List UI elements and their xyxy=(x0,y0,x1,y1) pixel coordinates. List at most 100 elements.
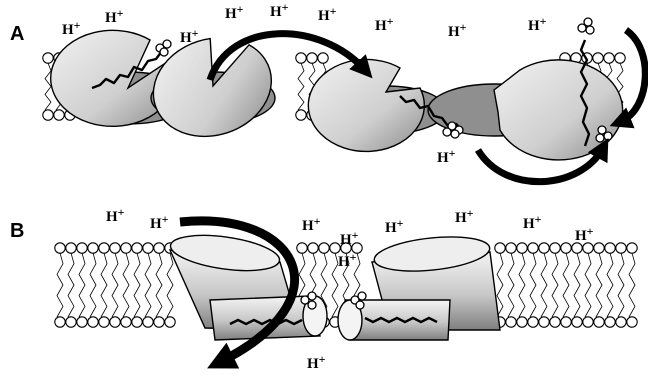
lipid-headgroup xyxy=(318,53,328,63)
lipid-headgroup xyxy=(296,53,306,63)
lipid-headgroup xyxy=(528,243,538,253)
lipid-headgroup xyxy=(88,243,98,253)
lipid-headgroup xyxy=(121,243,131,253)
lipid-tail xyxy=(156,253,162,317)
lipid-tail xyxy=(607,253,613,317)
lipid-tail xyxy=(45,63,51,110)
lipid-headgroup xyxy=(43,110,53,120)
lipid-headgroup xyxy=(330,243,340,253)
panel-b-label: B xyxy=(10,220,24,242)
lipid-headgroup xyxy=(583,317,593,327)
lipid-headgroup xyxy=(132,317,142,327)
lipid-tail xyxy=(519,253,525,317)
proton-label: H+ xyxy=(375,14,394,34)
lipid-headgroup xyxy=(561,317,571,327)
lipid-tail xyxy=(552,253,558,317)
lipid-headgroup xyxy=(165,317,175,327)
lipid-headgroup xyxy=(550,317,560,327)
lipid-headgroup xyxy=(594,243,604,253)
proton-label: H+ xyxy=(575,224,594,244)
lipid-headgroup xyxy=(308,243,318,253)
lipid-headgroup xyxy=(583,243,593,253)
lipid-headgroup xyxy=(605,317,615,327)
lipid-headgroup xyxy=(143,317,153,327)
lipid-tail xyxy=(123,253,129,317)
lipid-headgroup xyxy=(307,53,317,63)
lipid-headgroup xyxy=(54,110,64,120)
lipid-headgroup xyxy=(517,317,527,327)
lipid-headgroup xyxy=(55,243,65,253)
lipid-tail xyxy=(90,253,96,317)
lipid-tail xyxy=(585,253,591,317)
lipid-headgroup xyxy=(297,243,307,253)
lipid-headgroup xyxy=(110,243,120,253)
lipid-headgroup xyxy=(296,110,306,120)
panel-a-label: A xyxy=(10,23,24,45)
lipid-headgroup xyxy=(88,317,98,327)
lipid-headgroup xyxy=(550,243,560,253)
proton-label: H+ xyxy=(150,212,169,232)
lipid-headgroup xyxy=(66,243,76,253)
lipid-headgroup xyxy=(594,317,604,327)
proton-label: H+ xyxy=(385,216,404,236)
lipid-tail xyxy=(79,253,85,317)
lipid-tail xyxy=(298,63,304,110)
lipid-headgroup xyxy=(110,317,120,327)
lipid-headgroup xyxy=(43,53,53,63)
lipid-tail xyxy=(145,253,151,317)
protein-a-right-pair xyxy=(308,59,622,159)
lipid-headgroup xyxy=(154,243,164,253)
lipid-headgroup xyxy=(517,243,527,253)
proton-label: H+ xyxy=(307,352,326,372)
lipid-tail xyxy=(508,253,514,317)
proton-label: H+ xyxy=(455,206,474,226)
lipid-tail xyxy=(112,253,118,317)
proton-label: H+ xyxy=(318,4,337,24)
lipid-headgroup xyxy=(528,317,538,327)
lipid-tail xyxy=(530,253,536,317)
lipid-tail xyxy=(68,253,74,317)
lipid-headgroup xyxy=(604,53,614,63)
lipid-headgroup xyxy=(132,243,142,253)
proton-label: H+ xyxy=(528,14,547,34)
lipid-headgroup xyxy=(593,53,603,63)
lipid-headgroup xyxy=(615,53,625,63)
lipid-tail xyxy=(134,253,140,317)
lipid-headgroup xyxy=(55,317,65,327)
lipid-headgroup xyxy=(99,317,109,327)
lipid-headgroup xyxy=(539,243,549,253)
lipid-headgroup xyxy=(495,243,505,253)
proton-label: H+ xyxy=(523,212,542,232)
lipid-headgroup xyxy=(506,317,516,327)
lipid-tail xyxy=(101,253,107,317)
lipid-headgroup xyxy=(616,317,626,327)
lipid-tail xyxy=(596,253,602,317)
lipid-headgroup xyxy=(121,317,131,327)
lipid-headgroup xyxy=(627,317,637,327)
proton-label: H+ xyxy=(270,0,289,20)
lipid-tail xyxy=(167,253,173,317)
proton-label: H+ xyxy=(105,6,124,26)
lipid-tail xyxy=(618,253,624,317)
proton-label: H+ xyxy=(448,20,467,40)
proton-label: H+ xyxy=(437,146,456,166)
lipid-headgroup xyxy=(572,317,582,327)
proton-label: H+ xyxy=(62,18,81,38)
arrow-a-right xyxy=(620,30,645,122)
lipid-headgroup xyxy=(561,243,571,253)
lipid-headgroup xyxy=(154,317,164,327)
lipid-headgroup xyxy=(143,243,153,253)
lipid-headgroup xyxy=(77,243,87,253)
lipid-headgroup xyxy=(572,243,582,253)
lipid-headgroup xyxy=(539,317,549,327)
lipid-headgroup xyxy=(627,243,637,253)
lipid-tail xyxy=(57,253,63,317)
lipid-headgroup xyxy=(77,317,87,327)
lipid-tail xyxy=(574,253,580,317)
proton-label: H+ xyxy=(225,2,244,22)
proton-label: H+ xyxy=(302,214,321,234)
lipid-headgroup xyxy=(66,317,76,327)
lipid-tail xyxy=(629,253,635,317)
lipid-tail xyxy=(541,253,547,317)
proton-label: H+ xyxy=(106,205,125,225)
